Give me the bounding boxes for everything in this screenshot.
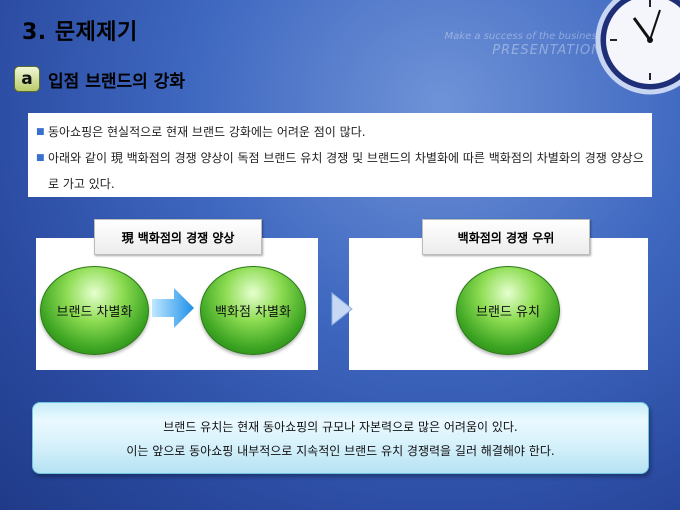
bullet-icon: ■ xyxy=(36,153,45,163)
department-store-differentiation-circle: 백화점 차별화 xyxy=(200,266,306,355)
subheading-badge: a xyxy=(14,66,40,92)
bullet-textbox: ■ 동아쇼핑은 현실적으로 현재 브랜드 강화에는 어려운 점이 많다. ■ 아… xyxy=(28,113,652,197)
left-panel-tab: 現 백화점의 경쟁 양상 xyxy=(94,219,262,255)
pocket-watch-icon xyxy=(595,0,680,95)
bullet-text: 동아쇼핑은 현실적으로 현재 브랜드 강화에는 어려운 점이 많다. xyxy=(48,125,366,139)
bullet-item: ■ 아래와 같이 現 백화점의 경쟁 양상이 독점 브랜드 유치 경쟁 및 브랜… xyxy=(36,145,644,197)
subheading-text: 입점 브랜드의 강화 xyxy=(48,71,185,92)
subheading: a 입점 브랜드의 강화 xyxy=(14,66,185,92)
watermark: Make a success of the business PRESENTAT… xyxy=(445,30,602,58)
watermark-line2: PRESENTATION xyxy=(492,43,602,58)
chevron-right-icon xyxy=(331,291,353,327)
right-arrow-icon xyxy=(152,288,194,328)
summary-box: 브랜드 유치는 현재 동아쇼핑의 규모나 자본력으로 많은 어려움이 있다. 이… xyxy=(32,402,649,474)
brand-differentiation-circle: 브랜드 차별화 xyxy=(40,266,149,355)
watermark-line1: Make a success of the business xyxy=(444,31,602,42)
summary-line: 브랜드 유치는 현재 동아쇼핑의 규모나 자본력으로 많은 어려움이 있다. xyxy=(163,420,518,434)
summary-line: 이는 앞으로 동아쇼핑 내부적으로 지속적인 브랜드 유치 경쟁력을 길러 해결… xyxy=(126,444,555,458)
right-panel-tab: 백화점의 경쟁 우위 xyxy=(422,219,590,255)
bullet-icon: ■ xyxy=(36,127,45,137)
bullet-item: ■ 동아쇼핑은 현실적으로 현재 브랜드 강화에는 어려운 점이 많다. xyxy=(36,119,644,145)
brand-attraction-circle: 브랜드 유치 xyxy=(456,266,560,355)
slide-title: 3. 문제제기 xyxy=(22,20,138,45)
bullet-text: 아래와 같이 現 백화점의 경쟁 양상이 독점 브랜드 유치 경쟁 및 브랜드의… xyxy=(48,151,644,191)
